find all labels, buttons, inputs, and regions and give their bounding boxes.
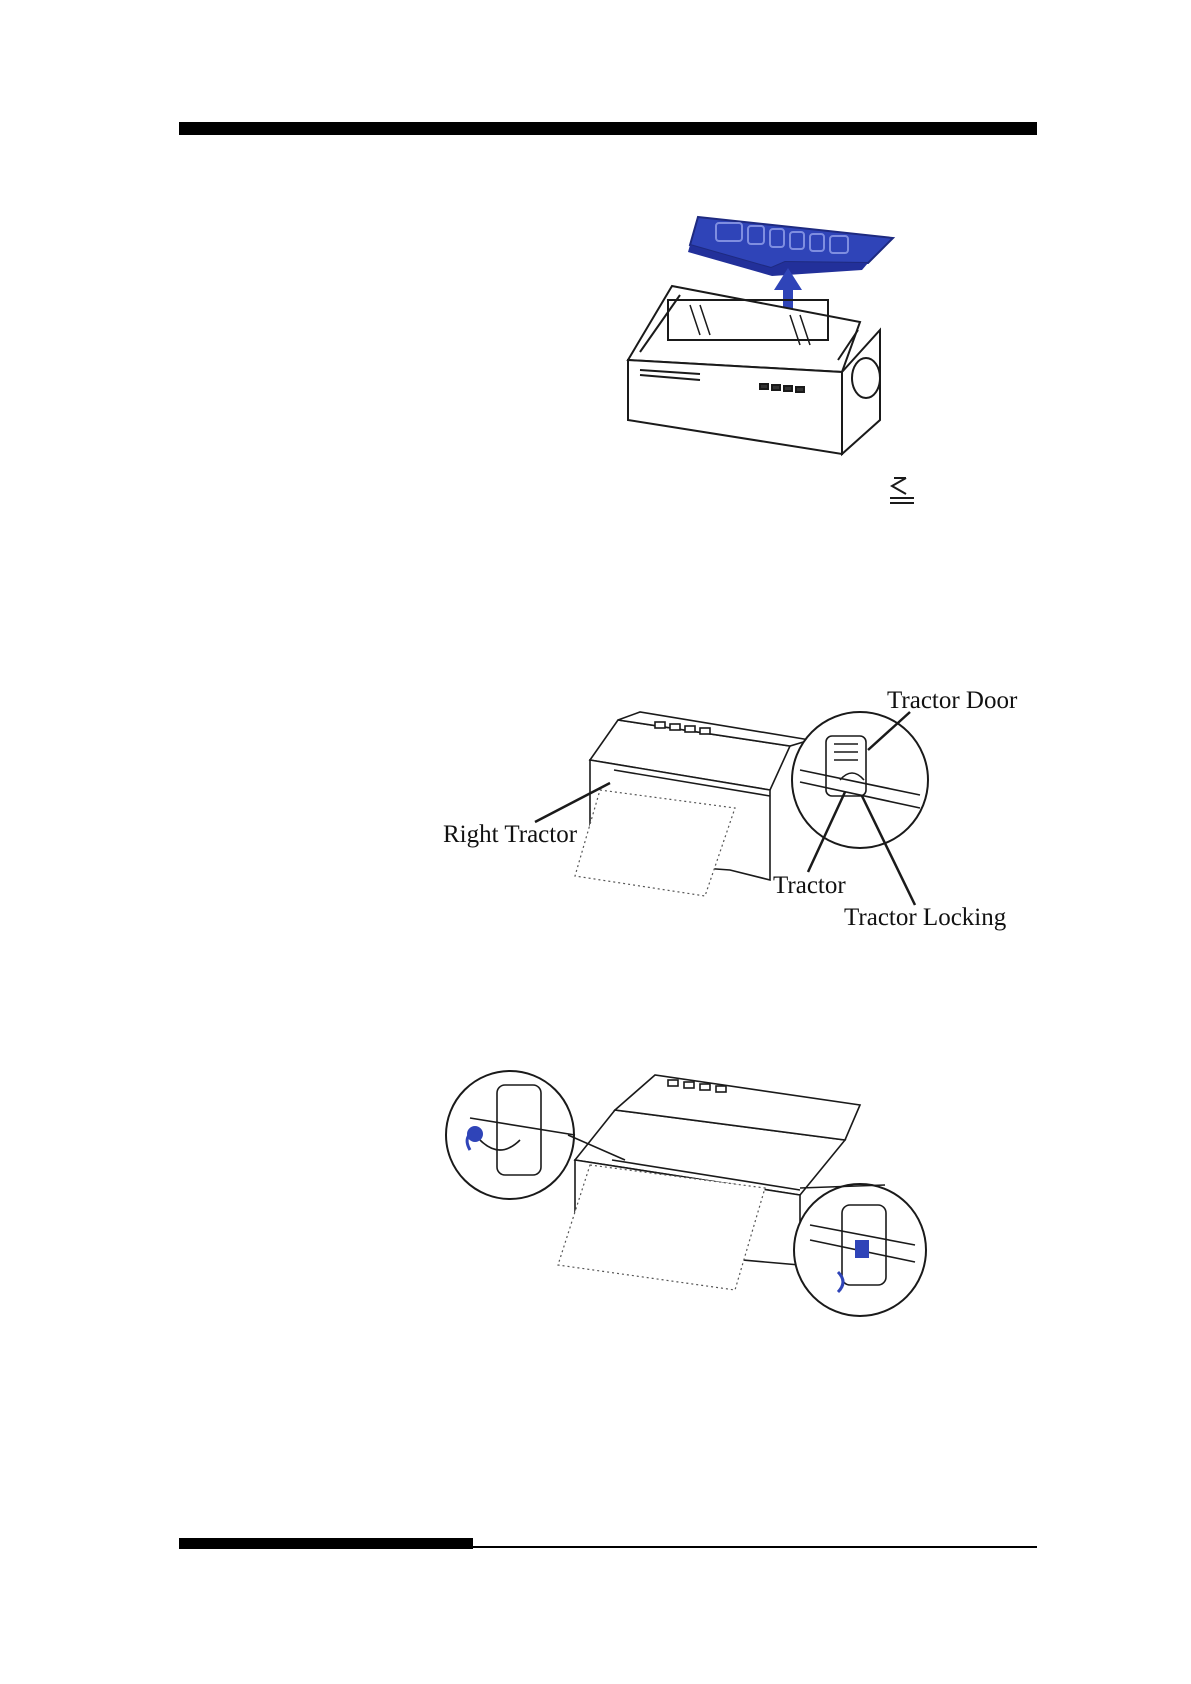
continuous-paper-2	[558, 1165, 765, 1290]
right-lock-lever	[855, 1240, 869, 1258]
left-detail-magnifier	[446, 1071, 574, 1199]
